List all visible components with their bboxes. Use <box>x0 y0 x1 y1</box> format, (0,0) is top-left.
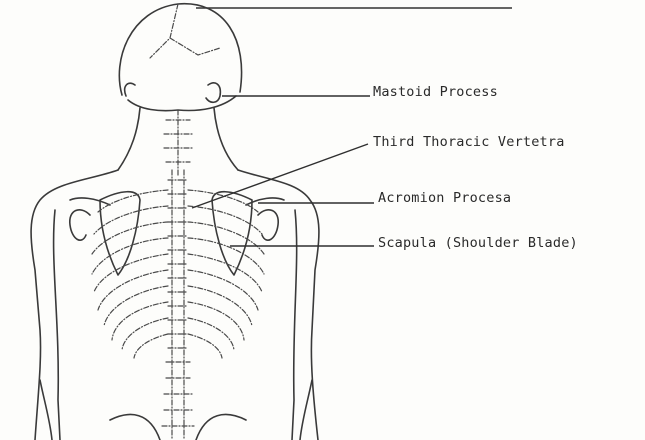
label-mastoid-process: Mastoid Process <box>373 84 498 100</box>
label-acromion-process: Acromion Procesa <box>378 190 511 206</box>
neck-outline <box>118 108 238 175</box>
scapulae <box>100 192 252 275</box>
ribs-left <box>92 190 168 358</box>
label-third-thoracic-vertebra: Third Thoracic Vertetra <box>373 134 565 150</box>
ribs-right <box>188 190 264 358</box>
skull-outline <box>119 4 241 111</box>
label-scapula: Scapula (Shoulder Blade) <box>378 235 578 251</box>
shoulders-arms <box>31 170 319 440</box>
leader-lines <box>192 96 374 246</box>
pelvis-outline <box>110 415 246 440</box>
spine <box>162 170 194 440</box>
